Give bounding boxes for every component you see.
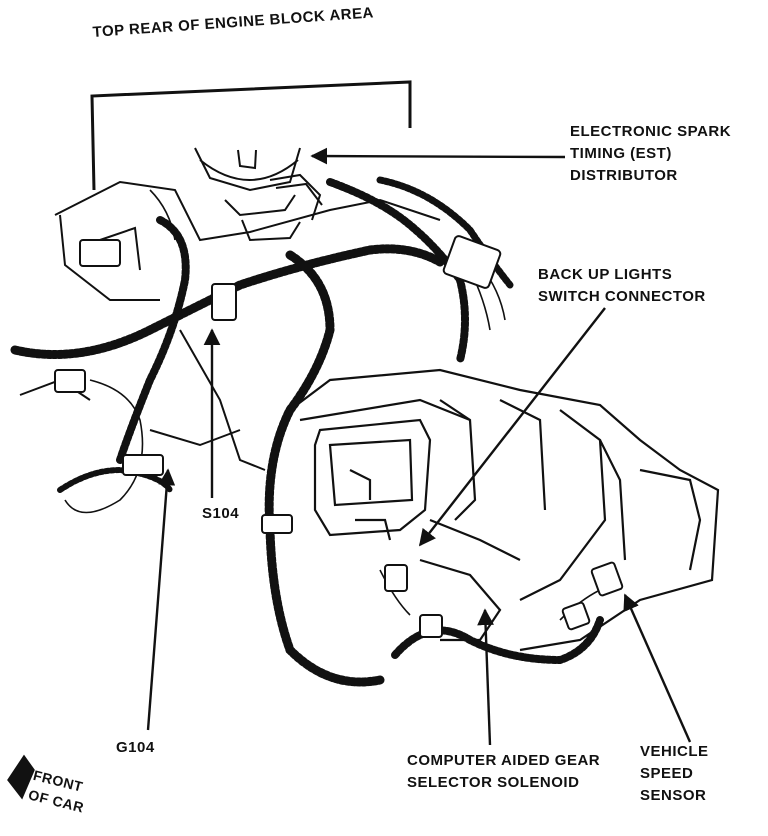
label-est-distributor: ELECTRONIC SPARK TIMING (EST) DISTRIBUTO… [570, 123, 732, 184]
label-s104: S104 [202, 505, 240, 522]
label-back-up-lights-connector: BACK UP LIGHTS SWITCH CONNECTOR [538, 266, 706, 305]
front-of-car-arrow-icon [7, 754, 35, 800]
label-gear-selector-solenoid: COMPUTER AIDED GEAR SELECTOR SOLENOID [407, 752, 601, 791]
est-distributor [194, 147, 323, 242]
top-area-bracket [90, 80, 412, 191]
label-g104: G104 [116, 739, 155, 756]
transmission-body [289, 368, 720, 652]
label-vehicle-speed-sensor: VEHICLE SPEED SENSOR [640, 743, 709, 804]
leader-arrows [146, 147, 692, 746]
connectors [54, 235, 624, 638]
engine-block-outline [19, 180, 441, 471]
